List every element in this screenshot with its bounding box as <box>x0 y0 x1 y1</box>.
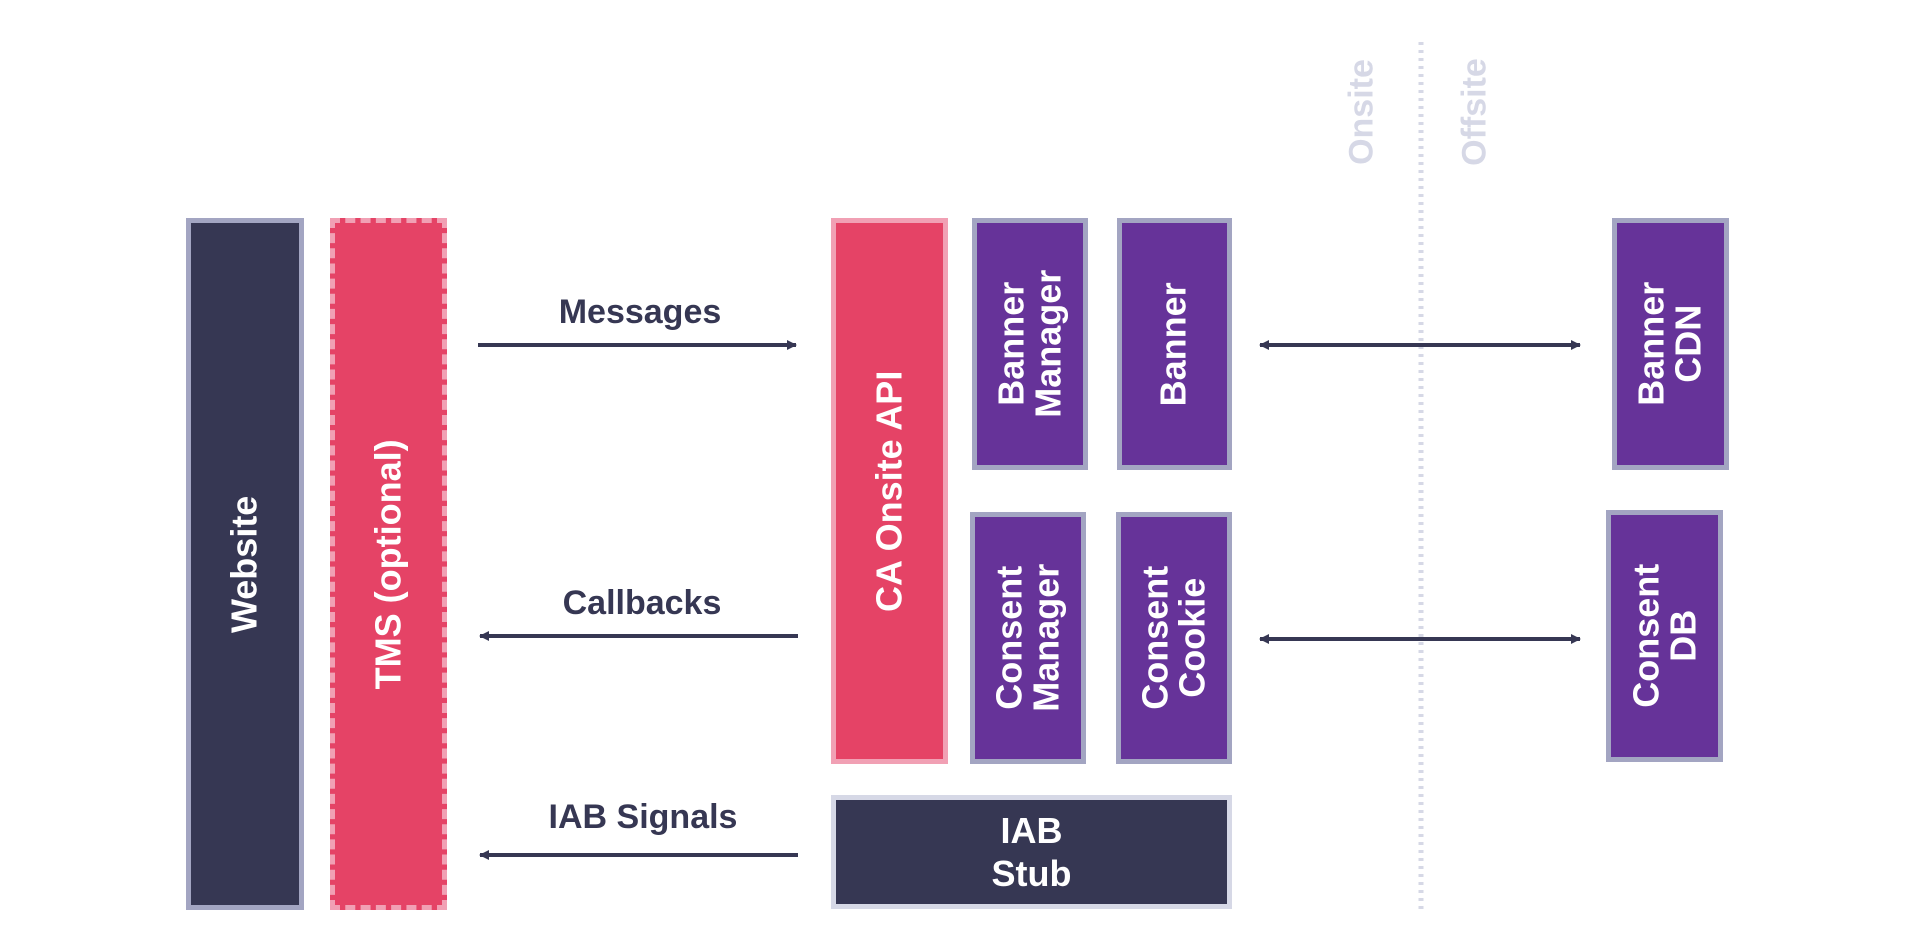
tms-block: TMS (optional) <box>330 218 447 910</box>
website-label: Website <box>223 495 265 633</box>
consent-db-block: Consent DB <box>1606 510 1723 762</box>
banner-manager-block: Banner Manager <box>972 218 1088 470</box>
consent-cookie-label: Consent Cookie <box>1134 566 1212 710</box>
iab-stub-block: IAB Stub <box>831 795 1232 909</box>
website-block: Website <box>186 218 304 910</box>
banner-block: Banner <box>1117 218 1232 470</box>
ca-onsite-api-block: CA Onsite API <box>831 218 948 764</box>
tms-label: TMS (optional) <box>367 439 409 689</box>
messages-label: Messages <box>558 293 722 331</box>
callbacks-label: Callbacks <box>562 584 722 622</box>
banner-manager-label: Banner Manager <box>990 269 1069 419</box>
iab-stub-label: IAB Stub <box>991 809 1072 894</box>
banner-label: Banner <box>1153 281 1195 407</box>
consent-db-label: Consent DB <box>1624 564 1703 708</box>
consent-cookie-block: Consent Cookie <box>1116 512 1232 764</box>
consent-manager-label: Consent Manager <box>988 563 1067 713</box>
consent-manager-block: Consent Manager <box>970 512 1086 764</box>
ca-onsite-api-label: CA Onsite API <box>868 370 910 612</box>
banner-cdn-label: Banner CDN <box>1630 281 1709 407</box>
banner-cdn-block: Banner CDN <box>1612 218 1729 470</box>
iab-signals-label: IAB Signals <box>548 798 738 836</box>
